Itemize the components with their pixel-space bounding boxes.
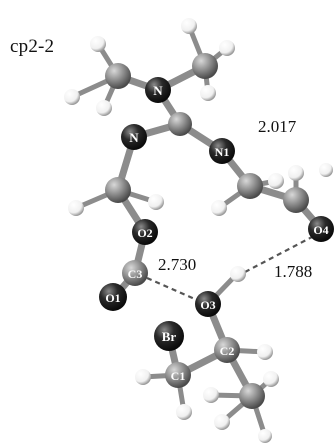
hydrogen-atom [64,89,80,105]
carbon-atom [168,112,192,136]
hydrogen-atom [68,200,84,216]
hydrogen-atom [90,36,106,52]
atom-label: O1 [105,291,120,305]
distance-c3-o3: 2.730 [158,255,197,274]
carbon-atom [105,63,131,89]
dashed-c3-o3 [146,276,198,302]
atom-label: C3 [128,267,143,281]
atom-label: N [129,130,139,145]
atom-label: O2 [137,226,152,240]
heteroatoms: N N N1 O2 C3 O1 O3 O4 Br C1 C2 [99,77,334,383]
hydrogen-atom [211,200,227,216]
hydrogen-atom [181,18,197,34]
atom-label: C2 [220,344,235,358]
hydrogen-atom [288,165,304,181]
oxygen-atom-o1 [99,283,127,311]
hydrogen-atom [214,414,230,430]
hydrogen-atom [176,404,192,420]
interactions [146,236,313,302]
hydrogen-atom [319,163,333,177]
carbon-atom [122,260,148,286]
hydrogen-atom [257,344,273,360]
carbon-atom [165,362,191,388]
atom-label: Br [162,329,177,344]
hydrogen-atom [135,369,151,385]
atom-label: O3 [200,298,215,312]
nitrogen-atom-upper [145,77,171,103]
hydrogen-atom [148,194,164,210]
hydrogen-atom [230,266,246,282]
hydrogen-atom [258,429,272,443]
hydrogen-atom [203,387,219,403]
atom-label: N1 [215,145,230,159]
carbon-atom [105,177,131,203]
hydrogen-atom [268,173,284,189]
atom-label: C1 [171,369,186,383]
hydrogen-atom [96,100,112,116]
bonds [69,23,325,439]
structure-label: cp2-2 [10,36,55,57]
atom-label: N [153,83,163,98]
hydrogen-atom [263,371,279,387]
oxygen-atom-o4 [308,216,334,242]
distance-n1-o4: 2.017 [258,117,297,136]
hydrogen-atoms [64,18,333,443]
carbon-atoms [105,53,309,409]
nitrogen-atom-n1 [209,138,235,164]
nitrogen-atom-left [121,124,147,150]
distance-o3-o4: 1.788 [274,262,313,281]
carbon-atom [237,173,263,199]
carbon-atom [239,383,265,409]
atom-label: O4 [313,223,328,237]
bromine-atom [154,321,184,351]
carbon-atom [283,187,309,213]
dashed-o3h-o4 [244,236,313,273]
hydrogen-atom [200,85,216,101]
carbon-atom [192,53,218,79]
hydrogen-atom [219,40,235,56]
oxygen-atom-o3 [195,291,221,317]
oxygen-atom-o2 [132,219,158,245]
carbon-atom [214,337,240,363]
